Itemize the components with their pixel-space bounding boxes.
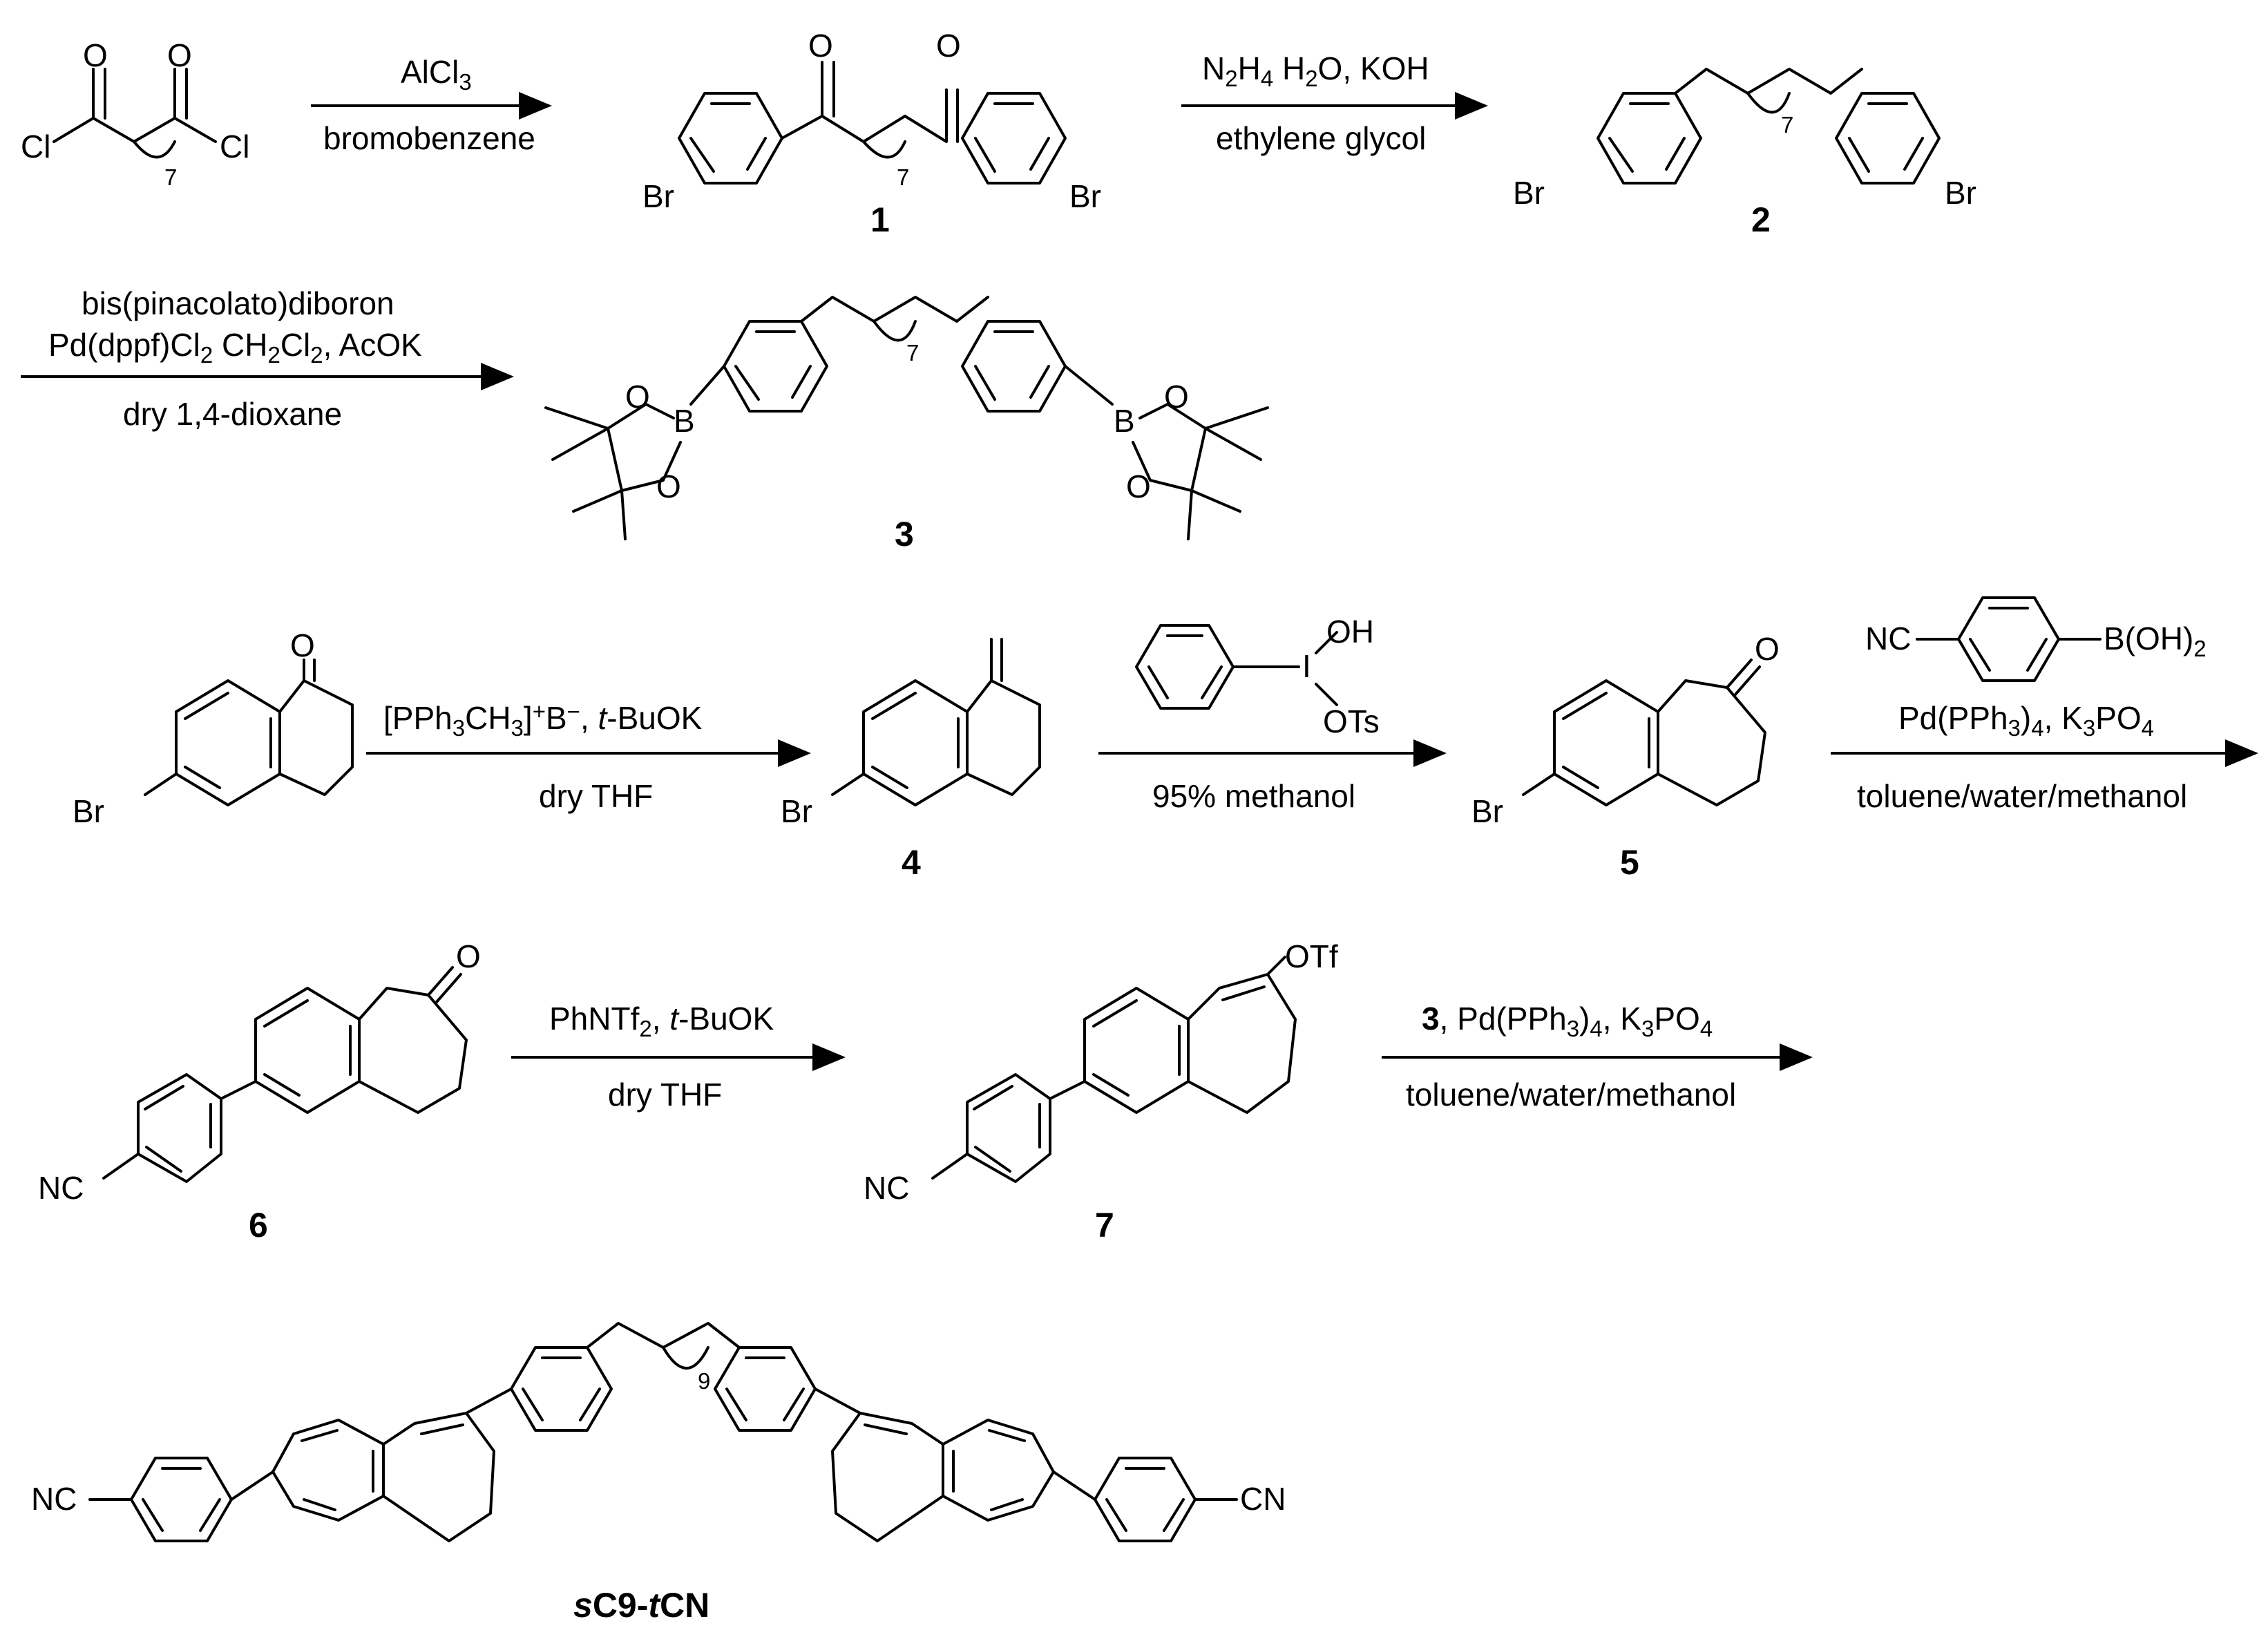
compound-7-structure: OTf NC 7 (864, 938, 1338, 1245)
atom-br: Br (642, 178, 674, 214)
step4-arrow: [PPh3CH3]+B−, t-BuOK dry THF (366, 699, 811, 814)
reagent-label: [PPh3CH3]+B−, t-BuOK (383, 699, 703, 741)
solvent-label: dry 1,4-dioxane (123, 396, 342, 432)
reagent-label: PhNTf2, t-BuOK (549, 1001, 774, 1041)
atom-oh: OH (1326, 614, 1374, 650)
step5-arrow: I OH OTs 95% methanol (1098, 614, 1447, 814)
step2-arrow: N2H4 H2O, KOH ethylene glycol (1181, 50, 1488, 156)
atom-br: Br (1513, 175, 1545, 211)
atom-nc: NC (1865, 621, 1911, 656)
atom-o: O (290, 627, 315, 663)
compound-3-label: 3 (895, 515, 914, 553)
atom-o: O (1164, 379, 1189, 415)
atom-o: O (1755, 631, 1780, 667)
atom-nc: NC (864, 1170, 909, 1206)
compound-4-structure: Br 4 (781, 638, 1041, 882)
compound-1-structure: O O 7 Br Br 1 (642, 28, 1101, 239)
repeat-index: 7 (906, 340, 919, 366)
atom-otf: OTf (1285, 938, 1338, 974)
atom-o: O (456, 938, 481, 974)
atom-br: Br (1471, 793, 1503, 829)
reagent-label: N2H4 H2O, KOH (1202, 50, 1429, 91)
solvent-label: toluene/water/methanol (1857, 778, 2187, 814)
compound-6-label: 6 (249, 1206, 268, 1245)
reagent-label: 3, Pd(PPh3)4, K3PO4 (1422, 1001, 1713, 1041)
solvent-label: dry THF (539, 778, 653, 814)
solvent-label: bromobenzene (323, 120, 535, 156)
atom-o: O (167, 37, 192, 73)
atom-b: B (1114, 403, 1135, 439)
atom-i: I (1302, 648, 1311, 684)
atom-cn: CN (1240, 1481, 1286, 1517)
boronic-acid-label: B(OH)2 (2104, 621, 2207, 661)
repeat-index: 7 (897, 164, 909, 190)
reagent-label: bis(pinacolato)diboron (82, 285, 394, 321)
atom-o: O (656, 469, 681, 504)
repeat-index: 7 (1781, 112, 1793, 138)
final-product-label: sC9-tCN (573, 1586, 709, 1625)
repeat-index: 7 (164, 164, 177, 190)
solvent-label: 95% methanol (1152, 778, 1355, 814)
reagent-label: Pd(dppf)Cl2 CH2Cl2, AcOK (48, 327, 422, 368)
compound-5-structure: O Br 5 (1471, 631, 1780, 882)
compound-2-label: 2 (1751, 200, 1771, 239)
reagent-label: Pd(PPh3)4, K3PO4 (1898, 700, 2154, 741)
atom-o: O (808, 28, 833, 64)
atom-br: Br (1069, 178, 1101, 214)
atom-cl: Cl (220, 129, 249, 164)
atom-cl: Cl (21, 129, 50, 164)
atom-o: O (625, 379, 650, 415)
compound-7-label: 7 (1095, 1206, 1114, 1245)
atom-b: B (674, 403, 695, 439)
atom-br: Br (73, 793, 104, 829)
atom-o: O (1126, 469, 1151, 504)
compound-1-label: 1 (870, 200, 890, 239)
final-product-structure: NC 9 CN sC9-tCN (31, 1322, 1286, 1625)
atom-nc: NC (38, 1170, 84, 1206)
atom-br: Br (1945, 175, 1976, 211)
compound-3-structure: 7 B O O B O O 3 (544, 296, 1269, 553)
step7-arrow: PhNTf2, t-BuOK dry THF (511, 1001, 846, 1113)
step8-arrow: 3, Pd(PPh3)4, K3PO4 toluene/water/methan… (1382, 1001, 1813, 1113)
compound-2-structure: 7 Br Br 2 (1513, 68, 1976, 239)
atom-o: O (83, 37, 108, 73)
compound-4-label: 4 (902, 843, 921, 882)
step6-arrow: NC B(OH)2 Pd(PPh3)4, K3PO4 toluene/water… (1831, 596, 2258, 814)
solvent-label: toluene/water/methanol (1406, 1077, 1736, 1113)
bromotetralone: O Br (73, 627, 354, 829)
azelaoyl-dichloride: Cl Cl O O 7 (21, 37, 249, 190)
solvent-label: ethylene glycol (1216, 120, 1426, 156)
atom-ots: OTs (1323, 703, 1380, 739)
atom-nc: NC (31, 1481, 77, 1517)
compound-6-structure: O NC 6 (38, 938, 481, 1245)
reagent-label: AlCl3 (401, 54, 472, 95)
atom-o: O (936, 28, 961, 64)
solvent-label: dry THF (608, 1077, 722, 1113)
atom-br: Br (781, 793, 812, 829)
repeat-index: 9 (698, 1368, 710, 1394)
step1-arrow: AlCl3 bromobenzene (311, 54, 552, 156)
compound-5-label: 5 (1620, 843, 1639, 882)
step3-arrow: bis(pinacolato)diboron Pd(dppf)Cl2 CH2Cl… (21, 285, 514, 432)
